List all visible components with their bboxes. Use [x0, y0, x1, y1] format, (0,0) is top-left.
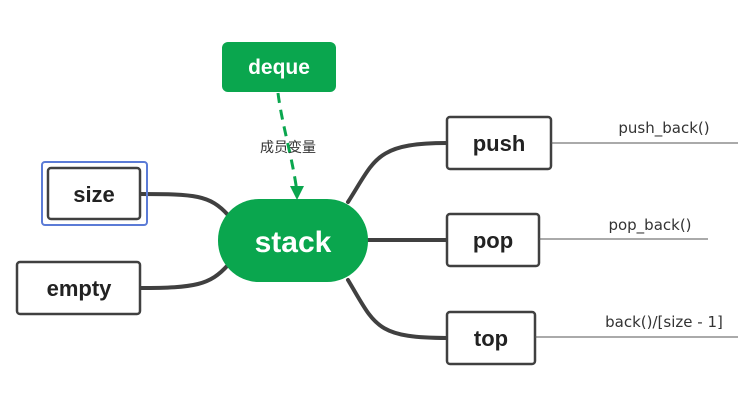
center-node-label: stack: [255, 226, 332, 259]
member-edge-label: 成员变量: [260, 140, 316, 156]
pop-note: pop_back(): [608, 216, 691, 235]
empty-node-box[interactable]: [15, 260, 142, 316]
branch-top: [346, 278, 449, 340]
size-node-label: size: [73, 182, 115, 207]
member-arrowhead: [290, 186, 304, 200]
size-selection-outline: [41, 161, 148, 226]
top-node-box[interactable]: [445, 310, 537, 366]
top-node-label: top: [474, 326, 508, 351]
pop-node-label: pop: [473, 228, 513, 253]
size-node-box[interactable]: [46, 166, 142, 221]
push-note: push_back(): [618, 119, 709, 138]
member-node-box[interactable]: [222, 42, 336, 92]
push-node-label: push: [473, 131, 526, 156]
branch-empty: [138, 263, 230, 290]
center-node-box[interactable]: [218, 199, 368, 282]
top-note: back()/[size - 1]: [605, 313, 723, 331]
empty-node-label: empty: [47, 276, 113, 301]
branch-size: [138, 192, 230, 217]
member-connector: [276, 92, 299, 193]
member-node-label: deque: [248, 56, 310, 79]
pop-node-box[interactable]: [445, 212, 541, 268]
branches: [138, 141, 449, 340]
note-lines: [535, 142, 738, 338]
branch-push: [346, 141, 449, 204]
